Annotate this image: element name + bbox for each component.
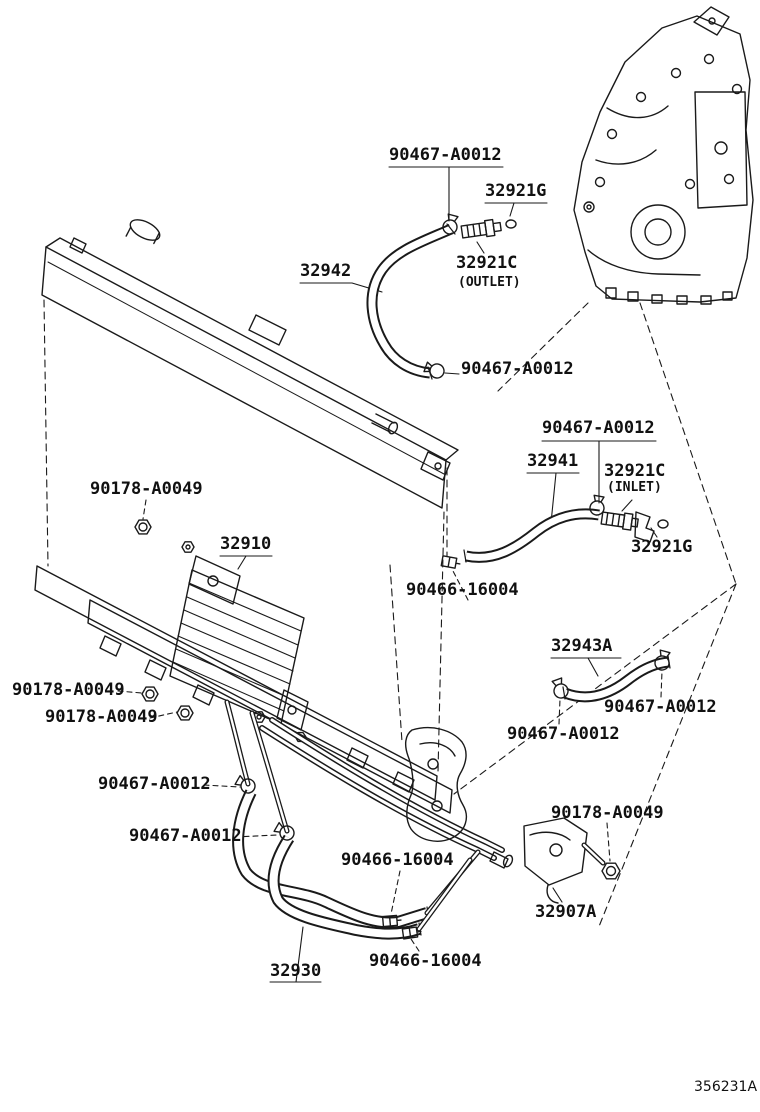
union-32921g-inlet	[657, 519, 669, 529]
part-label-90467-a0012-3: 90467-A0012	[542, 418, 655, 438]
union-32921g-outlet	[505, 219, 517, 229]
clamps-90466	[381, 555, 461, 940]
diagram-code: 356231A	[694, 1079, 758, 1095]
part-label-90466-16004-1: 90466-16004	[406, 580, 519, 600]
part-label-inlet-note: (INLET)	[607, 480, 662, 495]
part-label-90467-a0012-2: 90467-A0012	[461, 359, 574, 379]
part-label-90467-a0012-6: 90467-A0012	[98, 774, 211, 794]
part-label-90467-a0012-4: 90467-A0012	[604, 697, 717, 717]
part-label-90466-16004-2: 90466-16004	[341, 850, 454, 870]
part-label-90178-a0049-2: 90178-A0049	[12, 680, 125, 700]
part-label-32910: 32910	[220, 534, 272, 554]
nuts-90178	[134, 519, 621, 880]
cooler-pipes	[224, 699, 505, 932]
part-label-32921c-inlet: 32921C	[604, 461, 666, 481]
radiator	[34, 219, 459, 814]
part-label-32943a: 32943A	[551, 636, 613, 656]
oil-cooler-32910	[169, 541, 309, 743]
hose-32942	[366, 223, 456, 380]
clamps-90467	[234, 213, 671, 841]
leader-lines-dashed	[117, 499, 663, 952]
transmission-case	[573, 6, 754, 305]
hose-32943a	[562, 655, 671, 703]
stay-bracket	[404, 726, 467, 842]
part-label-90467-a0012-5: 90467-A0012	[507, 724, 620, 744]
hoses	[232, 223, 671, 940]
part-label-32921c-outlet: 32921C	[456, 253, 518, 273]
part-label-90178-a0049-4: 90178-A0049	[551, 803, 664, 823]
hose-32941	[463, 508, 600, 563]
part-label-90178-a0049-1: 90178-A0049	[90, 479, 203, 499]
leader-lines	[219, 166, 658, 983]
part-label-90467-a0012-1: 90467-A0012	[389, 145, 502, 165]
part-label-90467-a0012-7: 90467-A0012	[129, 826, 242, 846]
hose-32930	[232, 789, 430, 940]
part-label-outlet-note: (OUTLET)	[458, 275, 521, 290]
part-label-32942: 32942	[300, 261, 352, 281]
part-label-32941: 32941	[527, 451, 579, 471]
part-label-32930: 32930	[270, 961, 322, 981]
tube-bracket-32907a	[489, 817, 606, 904]
part-label-32907a: 32907A	[535, 902, 597, 922]
fitting-32921c-outlet	[460, 218, 517, 239]
part-label-90178-a0049-3: 90178-A0049	[45, 707, 158, 727]
part-label-32921g-outlet: 32921G	[485, 181, 547, 201]
fitting-32921c-inlet	[600, 511, 669, 543]
part-label-90466-16004-3: 90466-16004	[369, 951, 482, 971]
part-label-32921g-inlet: 32921G	[631, 537, 693, 557]
